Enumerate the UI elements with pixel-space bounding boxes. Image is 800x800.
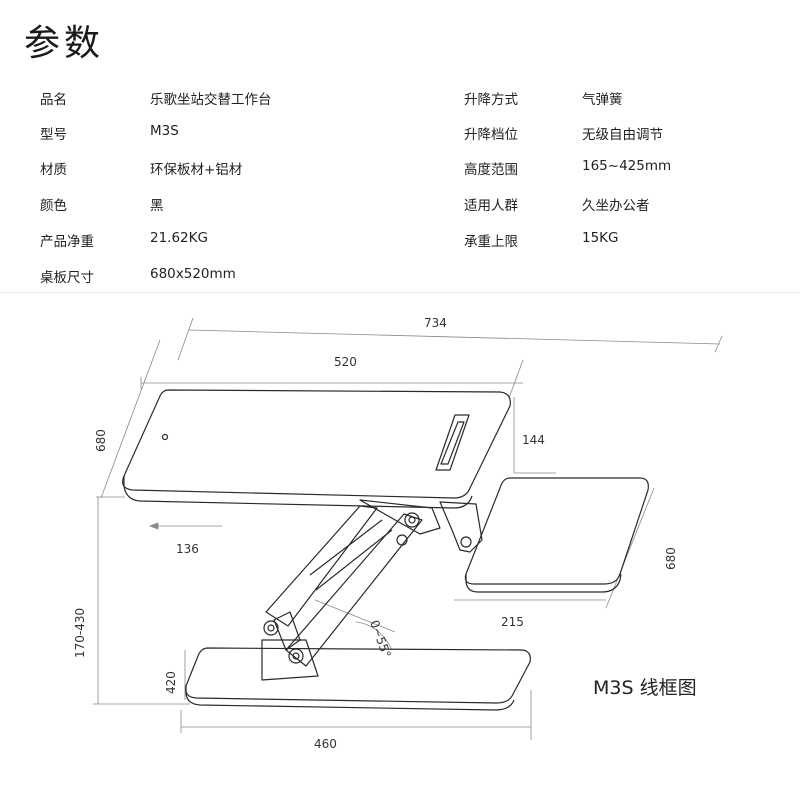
dim-label-keyboard-width: 215	[501, 615, 524, 629]
spec-label: 承重上限	[464, 234, 518, 250]
spec-value: M3S	[150, 123, 179, 139]
spec-value: 环保板材+铝材	[150, 162, 243, 178]
dim-label-overhang: 136	[176, 542, 199, 556]
page-title: 参数	[24, 23, 105, 64]
dim-label-desk-depth: 680	[94, 429, 108, 452]
desktop-edge	[123, 476, 473, 509]
desktop-top	[122, 389, 511, 499]
lift-arm-front	[265, 505, 378, 627]
spec-label: 高度范围	[464, 162, 518, 178]
spec-value: 21.62KG	[150, 230, 208, 246]
spec-value: 久坐办公者	[582, 198, 650, 214]
spec-value: 165~425mm	[582, 158, 672, 174]
spec-label: 品名	[40, 92, 67, 108]
spec-value: 680x520mm	[150, 266, 236, 282]
spec-value: 15KG	[582, 230, 619, 246]
spec-label: 颜色	[40, 198, 67, 214]
keyboard-tray	[464, 477, 649, 585]
dim-label-base-width: 460	[314, 737, 337, 751]
base-plate	[185, 647, 531, 704]
dim-label-desk-width: 520	[334, 355, 357, 369]
dimension-labels: 734 520 680 144 136 680 215 170-430 420 …	[73, 316, 678, 751]
spec-label: 桌板尺寸	[40, 270, 94, 286]
dim-label-base-depth: 420	[164, 671, 178, 694]
dim-label-height-range: 170-430	[73, 608, 87, 658]
spec-label: 升降档位	[464, 127, 518, 143]
spec-value: 无级自由调节	[582, 127, 663, 143]
spec-label: 型号	[40, 127, 67, 143]
dim-label-keyboard-height: 144	[522, 433, 545, 447]
section-divider	[0, 292, 800, 293]
spec-label: 适用人群	[464, 198, 518, 214]
handle-slot	[435, 414, 470, 471]
spec-value: 黑	[150, 198, 164, 214]
desk-outline	[122, 389, 649, 711]
spec-value: 乐歌坐站交替工作台	[150, 92, 272, 108]
dim-label-keyboard-depth: 680	[664, 547, 678, 570]
diagram-caption: M3S 线框图	[593, 677, 697, 699]
spec-label: 升降方式	[464, 92, 518, 108]
lift-arm-rear	[285, 513, 423, 667]
dim-label-angle: 0~55°	[367, 618, 393, 659]
spec-label: 材质	[40, 162, 67, 178]
spec-value: 气弹簧	[582, 92, 623, 108]
dim-label-total-width: 734	[424, 316, 447, 330]
spec-label: 产品净重	[40, 234, 94, 250]
